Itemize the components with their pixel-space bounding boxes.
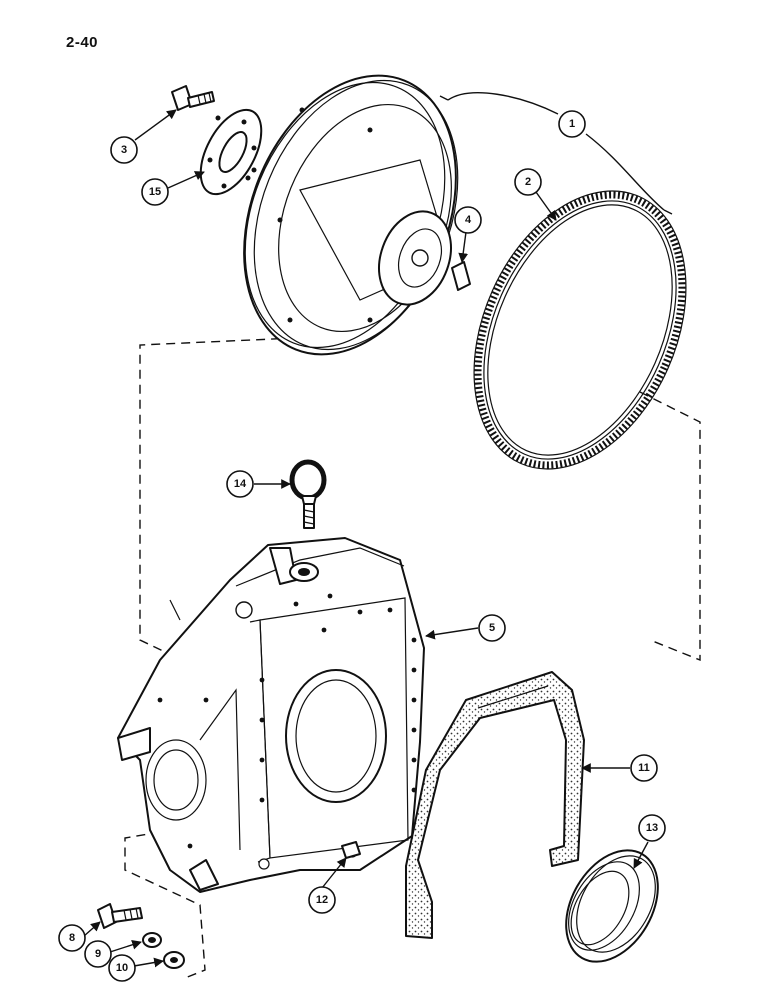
svg-text:14: 14 bbox=[234, 478, 247, 490]
callout-2: 2 bbox=[514, 168, 542, 196]
leader-3 bbox=[134, 109, 177, 141]
svg-text:8: 8 bbox=[69, 932, 75, 944]
leader-4 bbox=[458, 231, 469, 263]
svg-text:9: 9 bbox=[95, 948, 101, 960]
callout-4: 4 bbox=[454, 206, 482, 234]
flywheel bbox=[243, 74, 459, 356]
leader-2 bbox=[535, 191, 557, 221]
dowel-pin-flywheel bbox=[451, 261, 471, 291]
retainer-plate bbox=[199, 108, 263, 196]
callout-1: 1 bbox=[558, 110, 586, 138]
leader-15 bbox=[167, 171, 205, 189]
svg-text:11: 11 bbox=[638, 762, 650, 774]
callout-8: 8 bbox=[58, 924, 86, 952]
alignment-boundary-upper bbox=[139, 335, 341, 653]
callout-14: 14 bbox=[226, 470, 254, 498]
rear-plate-gasket bbox=[405, 671, 585, 939]
alignment-boundary-lower bbox=[124, 831, 206, 979]
ring-gear bbox=[473, 190, 687, 470]
svg-text:1: 1 bbox=[569, 118, 575, 130]
svg-text:3: 3 bbox=[121, 144, 127, 156]
svg-text:13: 13 bbox=[646, 822, 658, 834]
flywheel-housing bbox=[117, 537, 425, 893]
rear-oil-seal bbox=[565, 849, 659, 963]
flat-washer bbox=[163, 951, 185, 969]
lifting-eye-bolt bbox=[289, 459, 327, 529]
svg-text:2: 2 bbox=[525, 176, 531, 188]
lock-washer bbox=[142, 932, 162, 948]
svg-text:12: 12 bbox=[316, 894, 328, 906]
svg-text:10: 10 bbox=[116, 962, 128, 974]
callout-5: 5 bbox=[478, 614, 506, 642]
alignment-boundary-right bbox=[639, 391, 701, 662]
leader-1 bbox=[447, 92, 665, 211]
svg-text:4: 4 bbox=[465, 214, 472, 226]
callout-15: 15 bbox=[141, 178, 169, 206]
housing-bolt bbox=[97, 903, 143, 929]
leader-13 bbox=[633, 841, 649, 869]
leader-12 bbox=[321, 857, 347, 889]
leader-1-bracket bbox=[439, 95, 673, 215]
svg-text:15: 15 bbox=[149, 186, 161, 198]
flywheel-bolt bbox=[171, 85, 215, 111]
leader-5 bbox=[425, 627, 479, 640]
callout-11: 11 bbox=[630, 754, 658, 782]
callout-3: 3 bbox=[110, 136, 138, 164]
page-number: 2-40 bbox=[66, 34, 99, 51]
leader-8 bbox=[83, 921, 101, 937]
callout-13: 13 bbox=[638, 814, 666, 842]
leader-10 bbox=[133, 957, 164, 968]
svg-text:5: 5 bbox=[489, 622, 495, 634]
dowel-pin-housing bbox=[341, 841, 361, 859]
callout-12: 12 bbox=[308, 886, 336, 914]
callout-9: 9 bbox=[84, 940, 112, 968]
callout-10: 10 bbox=[108, 954, 136, 982]
leader-9 bbox=[109, 940, 142, 953]
